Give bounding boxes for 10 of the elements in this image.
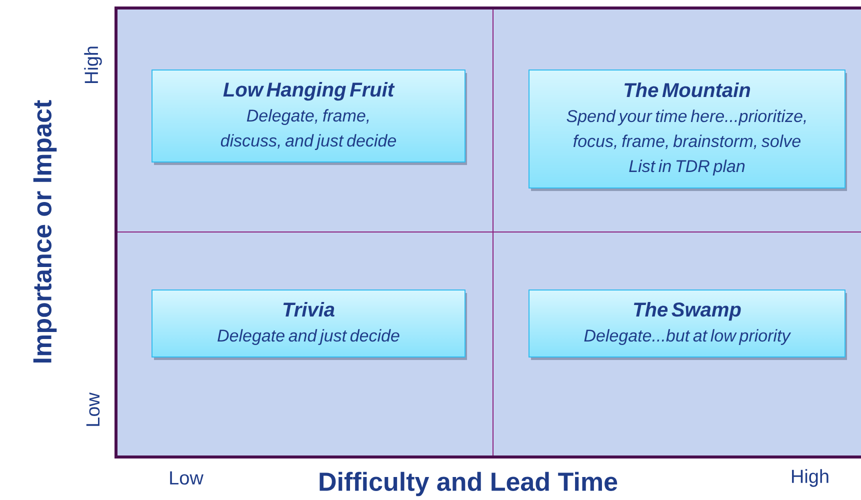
- axis-title: Importance or Impact: [33, 100, 57, 362]
- axis-tick-label: Low: [86, 392, 100, 426]
- axis-tick-label: Low: [170, 471, 204, 485]
- axis-tick-label: High: [792, 469, 828, 487]
- axis-tick-label: High: [84, 46, 102, 83]
- quadrant-box: Low Hanging Fruit Delegate, frame, discuss, and just decide: [152, 70, 467, 165]
- axis-title: Difficulty and Lead Time: [320, 472, 618, 496]
- quadrant-box: The Mountain Spend your time here...prioritize, focus, frame, brainstorm, solve List in TDR plan: [528, 70, 847, 191]
- quadrant-box: The Swamp Delegate...but at low priority: [528, 289, 847, 360]
- quadrant-box: Trivia Delegate and just decide: [152, 289, 467, 360]
